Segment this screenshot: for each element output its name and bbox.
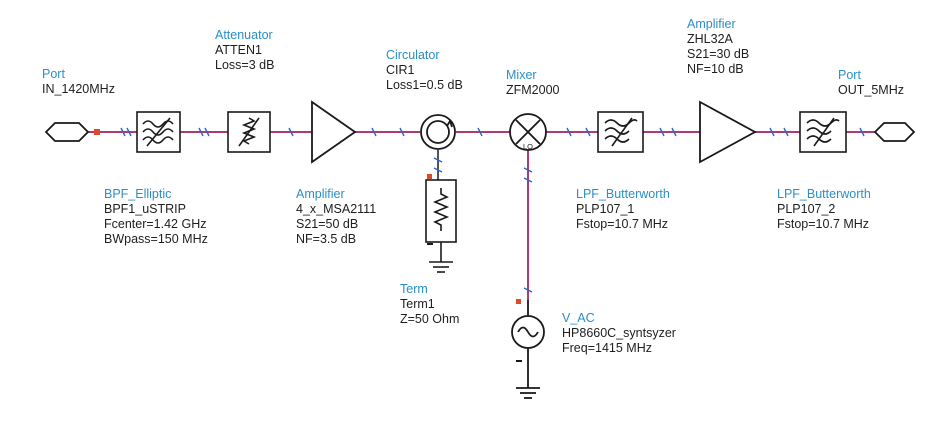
lpf-butterworth-2-label: LPF_Butterworth PLP107_2 Fstop=10.7 MHz (777, 187, 871, 231)
term-plus-minus (427, 174, 433, 245)
port-out-symbol (873, 122, 916, 142)
circulator-symbol (420, 114, 456, 150)
mixer-symbol (509, 113, 547, 151)
bpf-label: BPF_Elliptic BPF1_uSTRIP Fcenter=1.42 GH… (104, 187, 208, 246)
pin-markers (120, 127, 865, 293)
lpf-butterworth-1-label: LPF_Butterworth PLP107_1 Fstop=10.7 MHz (576, 187, 670, 231)
vac-plus-minus (516, 299, 522, 362)
mixer-label: Mixer ZFM2000 (506, 68, 560, 97)
lpf-butterworth-1-symbol (597, 111, 644, 153)
amplifier-1-label: Amplifier 4_x_MSA2111 S21=50 dB NF=3.5 d… (296, 187, 377, 246)
port-out-label: Port OUT_5MHz (838, 68, 904, 97)
bpf-elliptic-symbol (136, 111, 181, 153)
port-in-label: Port IN_1420MHz (42, 67, 115, 96)
port-in-symbol (44, 122, 90, 142)
amplifier-2-label: Amplifier ZHL32A S21=30 dB NF=10 dB (687, 17, 750, 76)
lpf-butterworth-2-symbol (799, 111, 847, 153)
term-label: Term Term1 Z=50 Ohm (400, 282, 460, 326)
circulator-label: Circulator CIR1 Loss1=0.5 dB (386, 48, 463, 92)
vac-label: V_AC HP8660C_syntsyzer Freq=1415 MHz (562, 311, 676, 355)
amplifier-2-symbol (699, 100, 757, 164)
attenuator-symbol (227, 111, 271, 153)
mixer-lo-label: LO (523, 142, 533, 151)
attenuator-label: Attenuator ATTEN1 Loss=3 dB (215, 28, 275, 72)
vac-source-symbol (511, 300, 545, 399)
amplifier-1-symbol (311, 100, 357, 164)
term-symbol (425, 179, 457, 273)
signal-wires (88, 131, 875, 300)
port-in-pin-marker (94, 129, 100, 135)
